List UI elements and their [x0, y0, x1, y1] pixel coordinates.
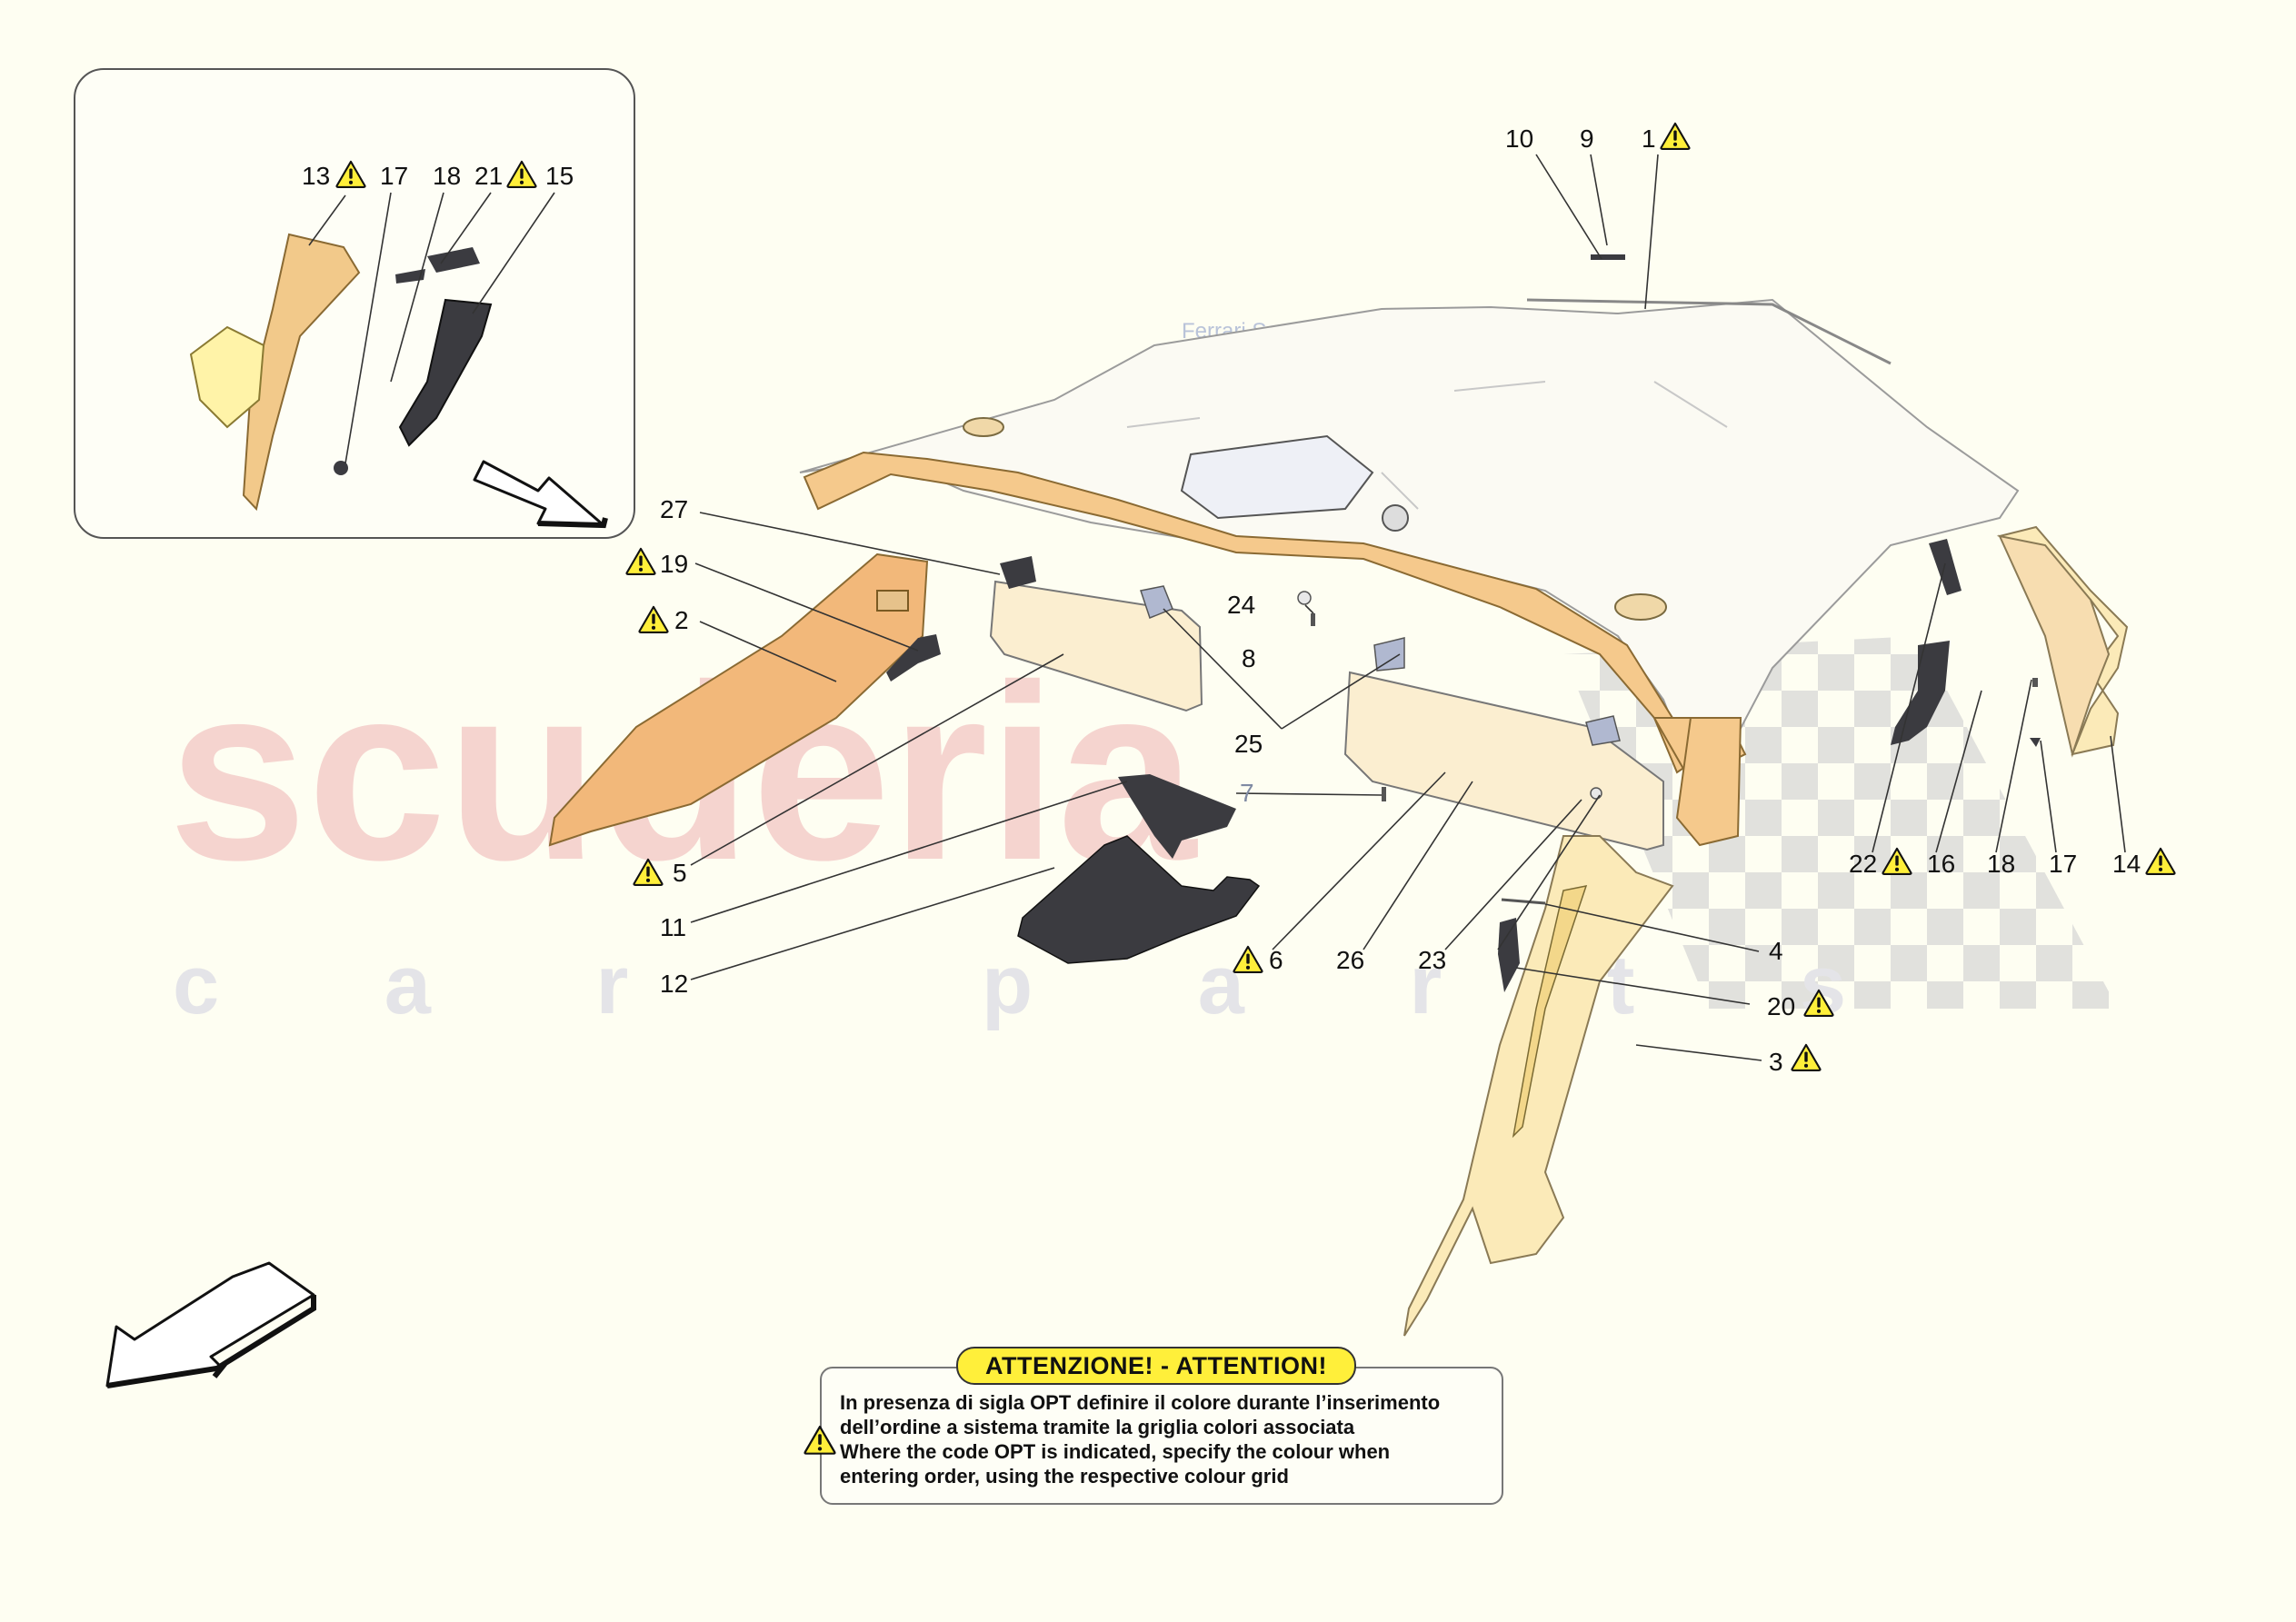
- label-5: 5: [673, 859, 687, 887]
- label-19: 19: [660, 550, 688, 578]
- warning-triangle-icon: [1660, 122, 1691, 150]
- watermark-sub: c a r p a r t s: [173, 939, 1917, 1031]
- visor-hinge-right-part[interactable]: [1373, 637, 1405, 672]
- a-pillar-trim-part[interactable]: [548, 552, 929, 847]
- roof-seal-part[interactable]: [1591, 254, 1625, 260]
- headliner-console-part: [1180, 434, 1374, 520]
- attention-line-2: dell’ordine a sistema tramite la griglia…: [840, 1416, 1355, 1438]
- grab-handle-part[interactable]: [886, 634, 941, 682]
- overhead-console-part[interactable]: [1017, 835, 1261, 964]
- direction-arrow-icon: [105, 1261, 316, 1388]
- washer-24-part[interactable]: [1297, 591, 1312, 605]
- label-27: 27: [660, 495, 688, 523]
- label-21-inset: 21: [474, 162, 503, 190]
- inset-leaders: [308, 192, 555, 464]
- screw-7-part[interactable]: [1382, 787, 1386, 801]
- label-15-inset: 15: [545, 162, 574, 190]
- label-6: 6: [1269, 946, 1283, 974]
- inset-panel: 13 17 18 21 15: [74, 68, 635, 539]
- inset-cover-part[interactable]: [395, 269, 425, 284]
- b-pillar-trim-part[interactable]: [1403, 835, 1674, 1337]
- label-3: 3: [1769, 1048, 1783, 1076]
- warning-triangle-icon: [2145, 847, 2176, 875]
- label-18: 18: [1987, 850, 2015, 878]
- label-1: 1: [1642, 124, 1656, 153]
- label-20: 20: [1767, 992, 1795, 1020]
- label-7: 7: [1240, 779, 1254, 807]
- label-23: 23: [1418, 946, 1446, 974]
- screw-4-part[interactable]: [1501, 898, 1546, 905]
- label-22: 22: [1849, 850, 1877, 878]
- label-24: 24: [1227, 591, 1255, 619]
- label-12: 12: [660, 970, 688, 998]
- warning-triangle-icon: [625, 547, 656, 575]
- label-10: 10: [1505, 124, 1533, 153]
- inset-clip-part[interactable]: [427, 247, 480, 273]
- visor-clip-right-part[interactable]: [1585, 715, 1621, 746]
- label-25: 25: [1234, 730, 1263, 758]
- warning-triangle-icon: [804, 1425, 836, 1459]
- inset-screw-part[interactable]: [334, 461, 348, 475]
- label-13-inset: 13: [302, 162, 330, 190]
- watermark: scuderia c a r p a r t s Ferrari S.p.A.: [168, 319, 2118, 1031]
- label-4: 4: [1769, 937, 1783, 965]
- clip-18-part[interactable]: [2032, 678, 2038, 687]
- mirror-cover-part[interactable]: [1118, 774, 1236, 859]
- screw-8-part[interactable]: [1311, 613, 1315, 626]
- attention-line-4: entering order, using the respective col…: [840, 1465, 1289, 1488]
- label-17-inset: 17: [380, 162, 408, 190]
- screw-17-part[interactable]: [2030, 738, 2041, 747]
- label-16: 16: [1927, 850, 1955, 878]
- attention-text: In presenza di sigla OPT definire il col…: [840, 1390, 1494, 1488]
- label-26: 26: [1336, 946, 1364, 974]
- inset-grab-handle-part[interactable]: [398, 298, 493, 447]
- screw-23-part[interactable]: [1590, 787, 1602, 800]
- label-18-inset: 18: [433, 162, 461, 190]
- label-17: 17: [2049, 850, 2077, 878]
- seatbelt-guide-part[interactable]: [1498, 918, 1520, 992]
- warning-triangle-icon: [1791, 1043, 1822, 1071]
- attention-line-1: In presenza di sigla OPT definire il col…: [840, 1391, 1441, 1414]
- attention-line-3: Where the code OPT is indicated, specify…: [840, 1440, 1391, 1463]
- visor-hinge-part[interactable]: [1000, 556, 1036, 589]
- label-2: 2: [674, 606, 689, 634]
- attention-title: ATTENZIONE! - ATTENTION!: [956, 1347, 1356, 1385]
- label-14: 14: [2112, 850, 2141, 878]
- label-8: 8: [1242, 644, 1256, 672]
- rear-clip-part[interactable]: [1929, 539, 1962, 595]
- warning-triangle-icon: [638, 605, 669, 633]
- label-9: 9: [1580, 124, 1594, 153]
- label-11: 11: [660, 913, 686, 941]
- leader-lines: [690, 154, 2126, 1061]
- inset-bracket-part[interactable]: [189, 325, 265, 429]
- headliner-part[interactable]: [799, 298, 2020, 847]
